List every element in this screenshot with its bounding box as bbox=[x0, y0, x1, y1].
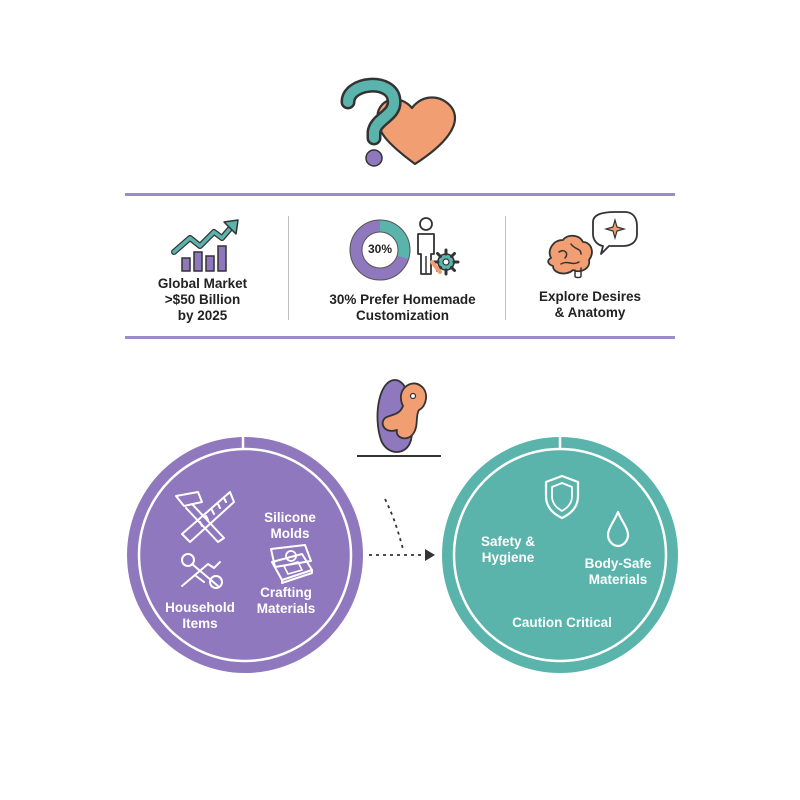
question-heart-icon bbox=[340, 77, 457, 167]
body-safe-materials-label: Body-Safe Materials bbox=[584, 556, 652, 587]
figure-icon bbox=[357, 379, 441, 457]
donut-value: 30% bbox=[367, 242, 393, 256]
stat-homemade-label: 30% Prefer Homemade Customization bbox=[329, 292, 476, 323]
flow-arrow bbox=[369, 498, 435, 561]
stat-market-label: Global Market >$50 Billion by 2025 bbox=[157, 276, 248, 323]
bottom-rule bbox=[125, 336, 675, 339]
right-circle bbox=[442, 437, 678, 673]
shield-icon bbox=[544, 474, 580, 520]
household-items-label: Household Items bbox=[165, 600, 235, 631]
brain-sparkle-icon bbox=[547, 211, 638, 279]
top-rule bbox=[125, 193, 675, 196]
household-tools-icon bbox=[181, 553, 223, 589]
donut-chart-icon bbox=[349, 219, 411, 281]
person-gear-icon bbox=[417, 217, 460, 276]
crafting-materials-label: Crafting Materials bbox=[256, 585, 316, 616]
donut-value-arc bbox=[379, 220, 410, 260]
safety-hygiene-label: Safety & Hygiene bbox=[480, 534, 536, 565]
silicone-molds-label: Silicone Molds bbox=[264, 510, 316, 541]
crafting-book-icon bbox=[271, 553, 313, 584]
growth-chart-icon bbox=[171, 219, 239, 272]
caution-critical-label: Caution Critical bbox=[512, 615, 612, 630]
hammer-saw-icon bbox=[175, 491, 235, 543]
stat-desires-label: Explore Desires & Anatomy bbox=[538, 289, 642, 320]
stat-divider-1 bbox=[288, 216, 289, 320]
droplet-icon bbox=[606, 510, 630, 548]
stat-divider-2 bbox=[505, 216, 506, 320]
left-circle bbox=[127, 437, 363, 673]
